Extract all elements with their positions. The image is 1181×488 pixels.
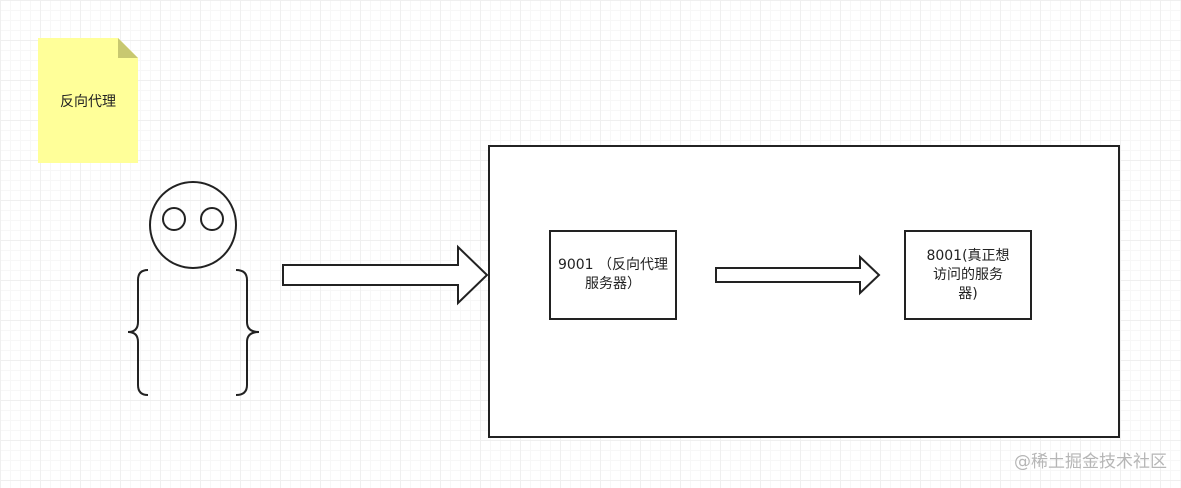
arrow-to-server[interactable] [282, 244, 489, 306]
target-server-box[interactable] [904, 230, 1032, 320]
note-folded-corner [118, 38, 138, 58]
user-right-brace [235, 269, 260, 396]
user-left-brace [127, 269, 149, 396]
user-left-eye [162, 207, 186, 231]
proxy-server-label: 9001 （反向代理服务器） [557, 257, 669, 292]
watermark: @稀土掘金技术社区 [1014, 452, 1167, 472]
user-head [149, 181, 237, 269]
arrow-to-target[interactable] [715, 254, 881, 296]
user-right-eye [200, 207, 224, 231]
note-label: 反向代理 [60, 93, 116, 110]
proxy-server-box[interactable] [549, 230, 677, 320]
target-server-label: 8001(真正想 访问的服务 器) [926, 247, 1010, 302]
user-figure[interactable] [127, 181, 260, 396]
sticky-note[interactable] [38, 38, 138, 163]
